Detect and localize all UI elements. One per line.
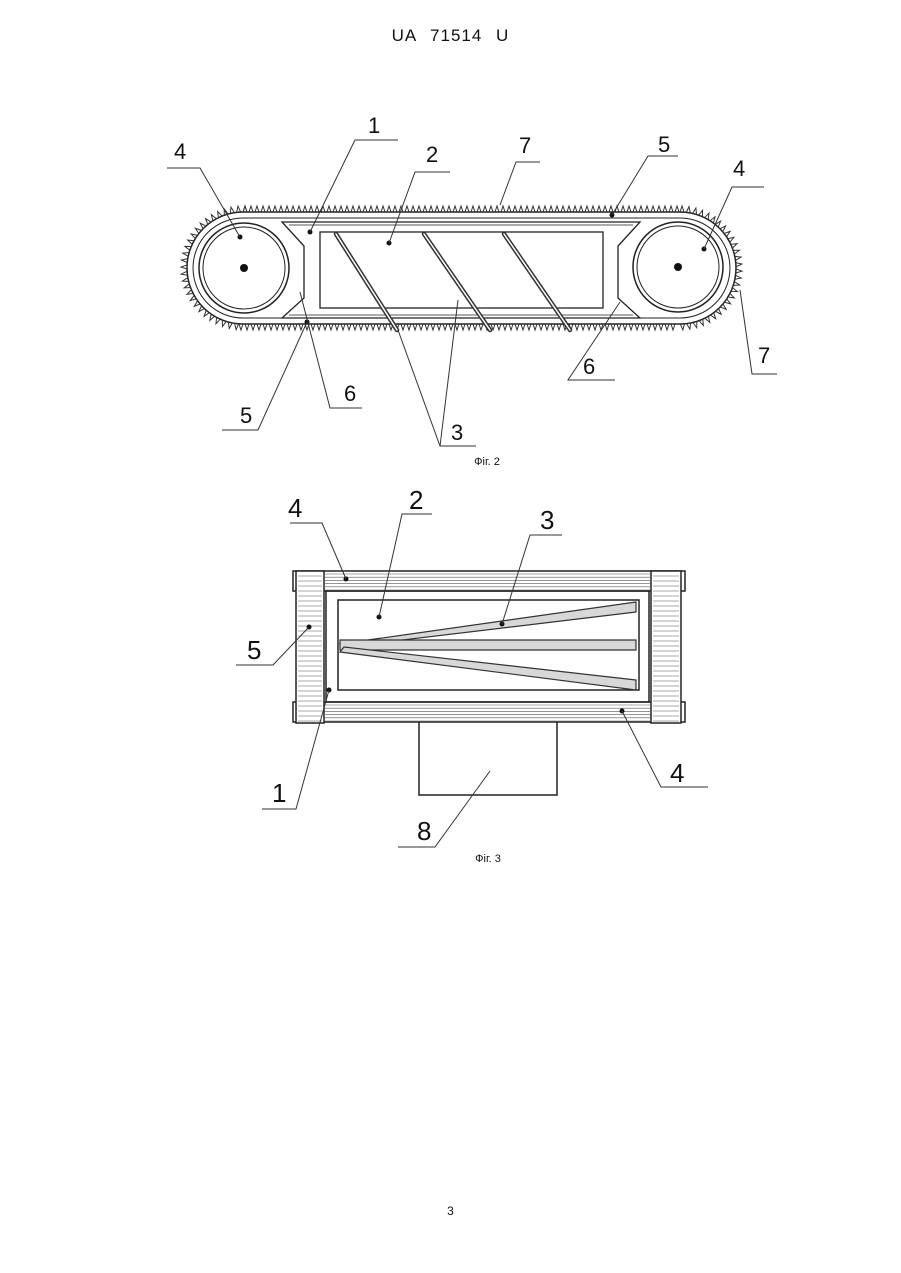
fig3-label-1: 1 [272, 778, 286, 808]
page-number: 3 [0, 1204, 901, 1218]
figure-3-caption: Фіг. 3 [448, 853, 528, 865]
fig3-label-4-top: 4 [288, 493, 302, 523]
fig3-label-8: 8 [417, 816, 431, 846]
fig3-label-5: 5 [247, 635, 261, 665]
wedge-blades [340, 602, 636, 690]
fig3-label-2: 2 [409, 485, 423, 515]
fig3-label-3: 3 [540, 505, 554, 535]
fig3-label-4-bottom: 4 [670, 758, 684, 788]
figure-3-drawing: 4 2 3 5 1 4 8 [0, 0, 901, 860]
